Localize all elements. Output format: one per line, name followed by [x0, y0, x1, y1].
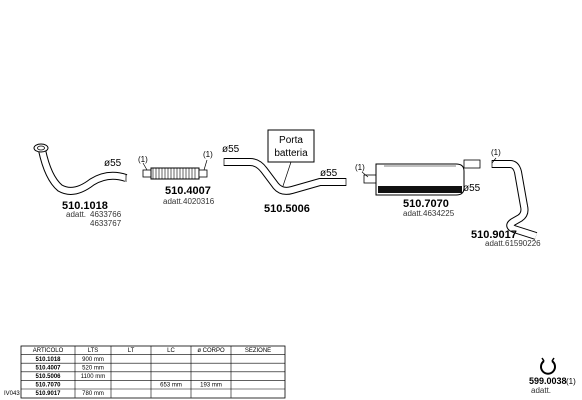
spec-table: ARTICOLO LTS LT LC ø CORPO SEZIONE 510.1018 900… [20, 345, 286, 399]
part-code: 510.9017 [471, 229, 517, 241]
table-header-cell: LC [167, 348, 175, 354]
adatt-label: adatt. [403, 209, 423, 218]
adatt-value: 4020316 [183, 197, 215, 206]
table-article-cell: 510.5006 [35, 374, 61, 380]
adatt-value: 4633767 [90, 219, 122, 228]
diameter-label-left: ø55 [222, 144, 240, 155]
top-tag: (1) [491, 148, 501, 157]
diameter-label-right: ø55 [320, 168, 338, 179]
adatt-value: 61590226 [505, 239, 541, 248]
table-cell: 780 mm [82, 391, 104, 397]
adatt-label: adatt. [66, 210, 86, 219]
part-510-7070: (1) ø55 510.7070 adatt. 4634225 [355, 159, 481, 218]
diameter-label: ø55 [463, 183, 481, 194]
left-tag: (1) [138, 155, 148, 164]
table-cell: 653 mm [160, 383, 182, 389]
part-code: 599.0038 [529, 376, 567, 386]
table-cells: ARTICOLO LTS LT LC ø CORPO SEZIONE 510.1018 900… [33, 348, 271, 397]
front-pipe-drawing [33, 143, 128, 195]
table-header-cell: SEZIONE [245, 348, 271, 354]
adatt-value: 4634225 [423, 209, 455, 218]
adatt-value: 4633766 [90, 210, 122, 219]
table-cell: 193 mm [200, 383, 222, 389]
table-header-cell: ARTICOLO [33, 348, 64, 354]
table-grid [21, 346, 285, 398]
table-header-cell: LT [128, 348, 135, 354]
part-code: 510.4007 [165, 185, 211, 197]
clamp-icon [540, 357, 556, 375]
table-article-cell: 510.1018 [35, 357, 61, 363]
table-cell: 900 mm [82, 357, 104, 363]
adatt-label: adatt. [531, 386, 551, 395]
table-cell: 1100 mm [81, 374, 106, 380]
callout-line: Porta [279, 135, 303, 146]
part-510-1018: ø55 510.1018 adatt. 4633766 4633767 [33, 143, 128, 228]
table-article-cell: 510.9017 [35, 391, 61, 397]
tail-pipe-drawing [491, 157, 538, 240]
side-label: IV043 [4, 391, 20, 397]
left-tag: (1) [355, 163, 365, 172]
right-tag: (1) [203, 150, 213, 159]
part-code: 510.1018 [62, 200, 108, 212]
part-510-4007: (1) (1) 510.4007 adatt. 4020316 [138, 150, 215, 206]
part-510-9017: (1) 510.9017 adatt. 61590226 [471, 148, 541, 248]
part-code: 510.7070 [403, 198, 449, 210]
silencer-drawing [361, 159, 481, 196]
part-510-5006: Porta batteria ø55 ø55 510.5006 [222, 129, 347, 215]
callout-line: batteria [274, 148, 308, 159]
adatt-label: adatt. [163, 197, 183, 206]
table-article-cell: 510.7070 [35, 383, 61, 389]
table-cell: 520 mm [82, 365, 104, 371]
table-article-cell: 510.4007 [35, 365, 61, 371]
part-code: 510.5006 [264, 203, 310, 215]
porta-batteria-callout: Porta batteria [267, 129, 315, 187]
flex-pipe-drawing [142, 159, 208, 180]
qty-tag: (1) [566, 377, 576, 386]
table-header-cell: LTS [88, 348, 99, 354]
part-599-0038: 599.0038 (1) adatt. [529, 357, 576, 395]
intermediate-pipe-drawing [223, 158, 347, 195]
table-header-cell: ø CORPO [197, 348, 225, 354]
adatt-label: adatt. [485, 239, 505, 248]
diameter-label: ø55 [104, 158, 122, 169]
